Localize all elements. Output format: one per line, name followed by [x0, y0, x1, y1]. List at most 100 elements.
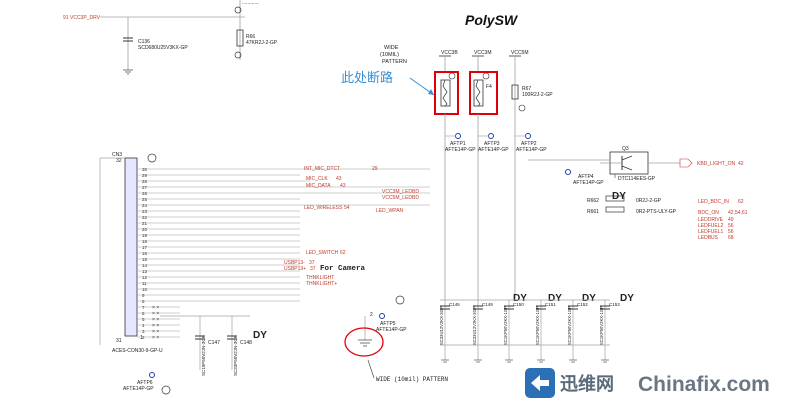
- connector-pin-number: 15: [142, 257, 148, 262]
- svg-text:32: 32: [116, 158, 122, 164]
- svg-text:R661: R661: [587, 209, 599, 215]
- net-led-wireless: LED_WIRELESS: [304, 205, 343, 211]
- connector-pin-number: 28: [142, 179, 148, 184]
- svg-text:R662: R662: [587, 198, 599, 204]
- svg-text:C148: C148: [240, 340, 252, 346]
- open-circuit-annotation: 此处断路: [341, 70, 393, 85]
- connector-pin-number: 9: [142, 293, 145, 298]
- svg-text:AFTE14P-GP: AFTE14P-GP: [376, 327, 407, 333]
- net-usbp13-minus: USBP13-: [284, 260, 305, 266]
- svg-text:(10MIL): (10MIL): [380, 52, 399, 58]
- no-connect-mark: × ×: [152, 317, 159, 323]
- svg-text:43: 43: [336, 176, 342, 182]
- fuse-f4: F4: [469, 71, 498, 115]
- svg-text:37: 37: [309, 260, 315, 266]
- connector-pin-number: 19: [142, 233, 148, 238]
- svg-text:100R2J-2-GP: 100R2J-2-GP: [522, 92, 553, 98]
- svg-text:AFTE14P-GP: AFTE14P-GP: [445, 147, 476, 153]
- svg-text:DTC114EES-GP: DTC114EES-GP: [618, 176, 656, 182]
- svg-text:AFTP3: AFTP3: [484, 141, 500, 147]
- svg-text:29: 29: [372, 166, 378, 172]
- highlight-box-right: [469, 71, 498, 115]
- svg-text:2: 2: [370, 312, 373, 318]
- connector-pins: 3029282726252423222120191817161514131211…: [137, 167, 430, 341]
- watermark: 迅维网 Chinafix.com: [524, 366, 799, 406]
- net-led-switch: LED_SWITCH: [306, 250, 339, 256]
- connector-pin-number: 13: [142, 269, 148, 274]
- svg-text:LEDFUEL2: LEDFUEL2: [698, 223, 724, 229]
- for-camera-label: For Camera: [320, 265, 366, 273]
- cap-part: SC33U12V2KX-3GP: [439, 306, 444, 345]
- power-rails: VCC3B VCC3M VCC5M: [439, 50, 529, 300]
- c136-ref: C136: [138, 39, 150, 45]
- svg-text:68: 68: [728, 235, 734, 241]
- connector-cn3: CN3 32 31 ACES-CON30-9-GP-U 1 3029282726…: [99, 152, 430, 354]
- svg-text:C147: C147: [208, 340, 220, 346]
- cn3-part: ACES-CON30-9-GP-U: [112, 348, 163, 354]
- no-connect-mark: × ×: [152, 329, 159, 335]
- no-connect-mark: × ×: [152, 335, 159, 341]
- svg-text:LEDFUEL1: LEDFUEL1: [698, 229, 724, 235]
- svg-text:AFTP5: AFTP5: [380, 321, 396, 327]
- wide-pattern-note-bottom: WIDE (10mil) PATTERN: [376, 376, 448, 383]
- svg-text:0R2-PTS-ULY-GP: 0R2-PTS-ULY-GP: [636, 209, 677, 215]
- svg-text:62: 62: [738, 199, 744, 205]
- top-net-num: 91: [63, 15, 69, 21]
- net-thnklight: THNKLIGHT: [306, 275, 334, 281]
- transistor-q3: Q3 DTC114EES-GP: [528, 146, 680, 182]
- right-nets: LED_BDC_IN 62 BDC_ON 42,54,61 LEDDRIVE 4…: [698, 199, 748, 241]
- svg-text:42,54,61: 42,54,61: [728, 210, 748, 216]
- cap-ref: C152: [577, 302, 588, 307]
- cap-ref: C150: [513, 302, 524, 307]
- net-mic-clk: MIC_CLK: [306, 176, 328, 182]
- cap-ref: C151: [545, 302, 556, 307]
- svg-text:62: 62: [340, 250, 346, 256]
- svg-text:1: 1: [140, 335, 143, 341]
- svg-text:LEDDRIVE: LEDDRIVE: [698, 217, 724, 223]
- resistor-r67: R67 100R2J-2-GP: [511, 84, 553, 112]
- kbd-light-net: KBD_LIGHT_ON: [697, 161, 735, 167]
- f4-ref: F4: [486, 84, 492, 90]
- svg-text:37: 37: [310, 266, 316, 272]
- svg-text:PATTERN: PATTERN: [382, 59, 407, 65]
- connector-pin-number: 17: [142, 245, 148, 250]
- cap-part: SC1KP50V2KX-1GP: [503, 306, 508, 345]
- svg-text:56: 56: [728, 223, 734, 229]
- connector-pin-number: 26: [142, 191, 148, 196]
- left-caps: C147 C148 SC10P50V2JN-3GP SC33P50V2JN-3G…: [160, 315, 252, 376]
- connector-pin-number: 8: [142, 299, 145, 304]
- connector-pin-number: 14: [142, 263, 148, 268]
- connector-pin-number: 10: [142, 287, 148, 292]
- net-thnklight-plus: THNKLIGHT+: [306, 281, 337, 287]
- connector-pin-number: 23: [142, 209, 148, 214]
- net-vcc5m-ledbd: VCC5M_LEDBD: [382, 195, 419, 201]
- svg-text:49: 49: [728, 217, 734, 223]
- connector-pin-number: 24: [142, 203, 148, 208]
- connector-pin-number: 3: [142, 329, 145, 334]
- cap-part: SC1KP50V2KX-1GP: [599, 306, 604, 345]
- c136-part: SCD680U25V3KX-GP: [138, 45, 188, 51]
- connector-pin-number: 25: [142, 197, 148, 202]
- top-net-label: VCC3P_DRV: [70, 15, 101, 21]
- cn3-ref: CN3: [112, 152, 122, 158]
- svg-text:SC10P50V2JN-3GP: SC10P50V2JN-3GP: [201, 335, 206, 376]
- dy-label: DY: [513, 293, 527, 304]
- resistors-r662-r661: R662 0R2J-2-GP R661 0R2-PTS-ULY-GP: [587, 195, 677, 215]
- connector-pin-number: 16: [142, 251, 148, 256]
- watermark-cn: 迅维网: [560, 373, 614, 394]
- connector-pin-number: 30: [142, 167, 148, 172]
- rail-vcc3m: VCC3M: [474, 50, 492, 56]
- page-title: PolySW: [465, 12, 519, 28]
- dy-label: DY: [612, 191, 626, 202]
- no-connect-mark: × ×: [152, 323, 159, 329]
- highlight-box-left: [434, 71, 459, 115]
- net-int-mic-dtct: INT_MIC_DTCT: [304, 166, 340, 172]
- svg-text:42: 42: [738, 161, 744, 167]
- svg-text:AFTE14P-GP: AFTE14P-GP: [516, 147, 547, 153]
- net-usbp13-plus: USBP13+: [284, 266, 306, 272]
- net-vcc3m-ledbd: VCC3M_LEDBD: [382, 189, 419, 195]
- highlight-circle-ground: [344, 327, 384, 357]
- connector-pin-number: 11: [142, 281, 147, 286]
- svg-text:R67: R67: [522, 86, 531, 92]
- test-point-aftp6: AFTP6 AFTE14P-GP: [123, 372, 171, 395]
